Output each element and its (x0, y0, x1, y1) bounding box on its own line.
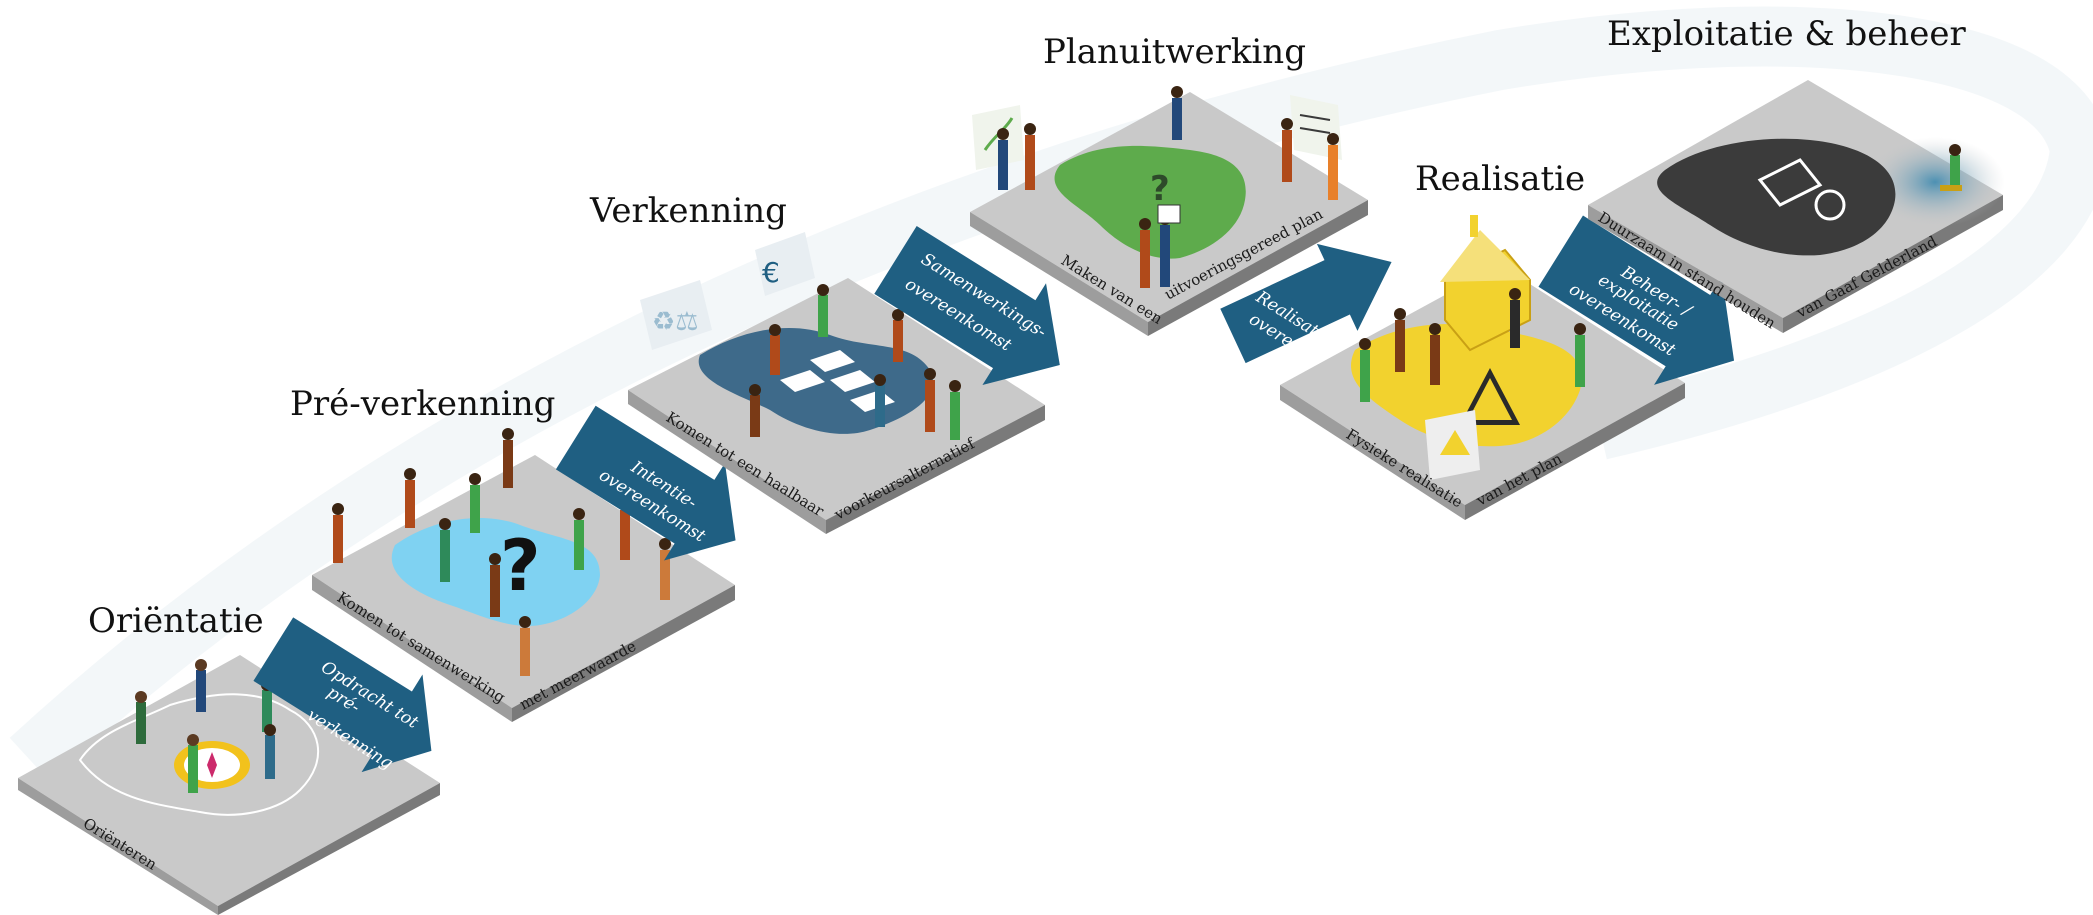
plate-left (628, 390, 826, 534)
plate-right (1783, 195, 2003, 333)
phase-title: Pré-verkenning (290, 384, 555, 424)
plate-right (218, 783, 440, 915)
phase-realisatie: Realisatie Fysieke realisatie van het pl… (1280, 159, 1685, 520)
phase-orientatie: Oriëntatie Oriënteren (18, 601, 440, 915)
euro-document-icon: € (755, 232, 815, 296)
plate-left (970, 212, 1148, 336)
phase-title: Planuitwerking (1043, 32, 1306, 72)
map-outline (78, 693, 319, 816)
clipboard-icon (1757, 158, 1846, 221)
whiteboard-icon (1290, 95, 1342, 160)
plate-left (312, 575, 512, 722)
question-mark-icon: ? (1150, 169, 1170, 209)
phase-title: Oriëntatie (88, 601, 264, 641)
plate-right (512, 585, 735, 722)
people-group (332, 428, 671, 676)
plate-right (826, 405, 1045, 534)
people-group (135, 659, 276, 793)
plate-right (1465, 383, 1685, 520)
plate-left (1588, 205, 1783, 333)
construction-icon (1425, 410, 1480, 480)
plate-left (18, 778, 218, 915)
phase-pre-verkenning: ? Pré-verkenning Komen tot samenwerking … (290, 384, 735, 722)
people-group (749, 284, 961, 440)
map-green (1054, 145, 1246, 259)
people-group (997, 86, 1339, 288)
plate-left (1280, 385, 1465, 520)
phase-title: Exploitatie & beheer (1607, 14, 1966, 54)
map-dark (1657, 138, 1896, 256)
map-yellow (1351, 324, 1582, 447)
house-icon (1440, 215, 1531, 352)
arrow-samenwerkings: Samenwerkings- overeenkomst (874, 226, 1060, 386)
people-group (1359, 288, 1586, 402)
recycle-scales-icon: ♻⚖ (640, 280, 712, 350)
phase-title: Realisatie (1415, 159, 1585, 199)
background-swoosh (9, 6, 2093, 783)
question-mark-icon: ? (500, 525, 541, 607)
plate-right (1148, 200, 1368, 336)
svg-text:€: € (762, 256, 780, 289)
person-sitting (1940, 144, 1962, 191)
phase-title: Verkenning (589, 191, 787, 231)
svg-text:♻⚖: ♻⚖ (652, 307, 699, 337)
